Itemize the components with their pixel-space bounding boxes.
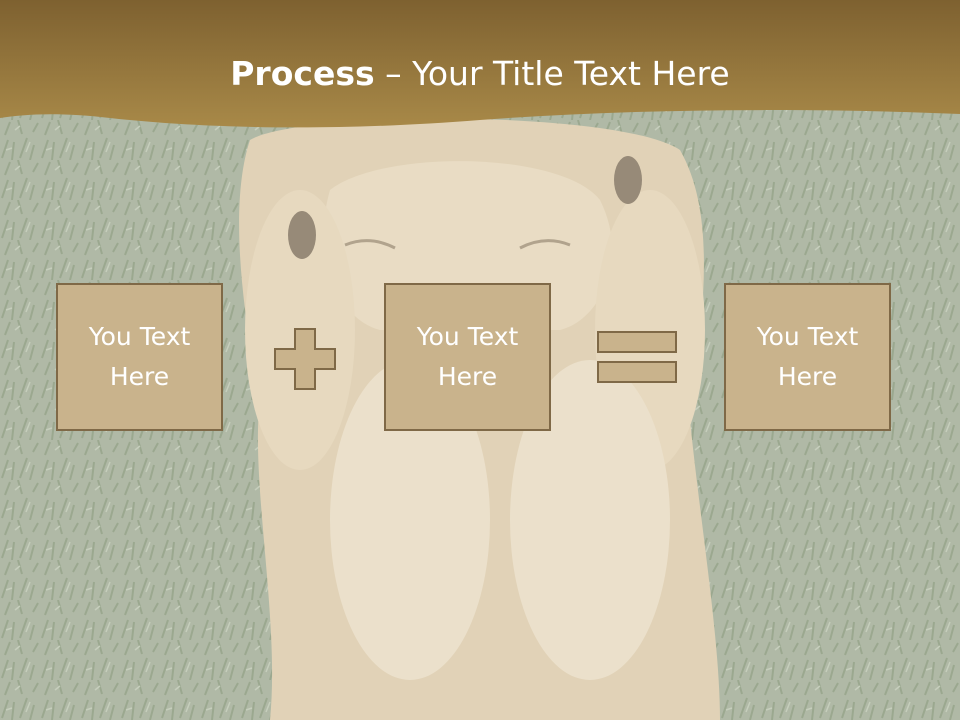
process-box-3[interactable]: You Text Here — [724, 283, 891, 431]
slide-title: Process – Your Title Text Here — [0, 52, 960, 96]
plus-icon — [274, 328, 336, 390]
process-box-2[interactable]: You Text Here — [384, 283, 551, 431]
title-rest: – Your Title Text Here — [374, 54, 730, 93]
process-box-1-text: You Text Here — [88, 322, 191, 391]
process-box-2-text: You Text Here — [416, 322, 519, 391]
process-box-1[interactable]: You Text Here — [56, 283, 223, 431]
equals-icon — [597, 331, 677, 383]
process-box-3-text: You Text Here — [756, 322, 859, 391]
title-bold: Process — [230, 54, 375, 93]
header-banner — [0, 0, 960, 128]
